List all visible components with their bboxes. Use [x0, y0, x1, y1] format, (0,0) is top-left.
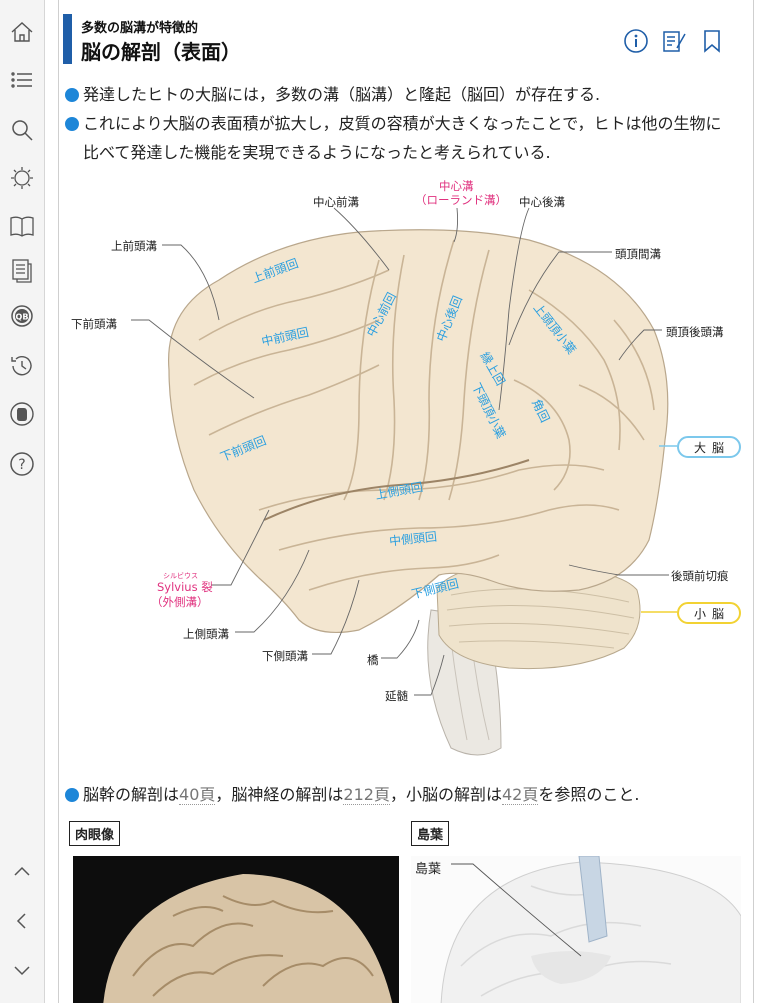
chevron-down-icon[interactable]: [6, 955, 38, 987]
evernote-icon[interactable]: [6, 398, 38, 430]
reference-line: 脳幹の解剖は40頁，脳神経の解剖は212頁，小脳の解剖は42頁を参照のこと.: [65, 782, 737, 808]
bookmark-icon[interactable]: [699, 28, 725, 54]
svg-text:QB: QB: [16, 313, 29, 322]
gross-image-tag: 肉眼像: [69, 821, 121, 846]
postcentral-sulcus-label: 中心後溝: [519, 195, 565, 209]
brainstem-page-link[interactable]: 40頁: [179, 785, 216, 805]
section-subtitle: 多数の脳溝が特徴的: [81, 21, 199, 36]
bullet-dot: [65, 117, 79, 131]
history-icon[interactable]: [6, 350, 38, 382]
sylvius-ruby-label: シルビウス: [163, 572, 198, 580]
book-icon[interactable]: [6, 210, 38, 242]
bullet-dot: [65, 788, 79, 802]
section-header: 多数の脳溝が特徴的 脳の解剖（表面）: [63, 14, 743, 64]
info-icon[interactable]: [623, 28, 649, 54]
central-sulcus-label: 中心溝: [439, 179, 474, 193]
note-icon[interactable]: [661, 28, 687, 54]
search-icon[interactable]: [6, 114, 38, 146]
cerebellum-page-link[interactable]: 42頁: [501, 785, 539, 805]
intro-bullets: 発達したヒトの大脳には，多数の溝（脳溝）と隆起（脳回）が存在する. これにより大…: [65, 80, 737, 167]
bullet-item: 発達したヒトの大脳には，多数の溝（脳溝）と隆起（脳回）が存在する.: [65, 80, 737, 109]
chevron-up-icon[interactable]: [6, 855, 38, 887]
bullet-dot: [65, 88, 79, 102]
intraparietal-sulcus-label: 頭頂間溝: [615, 247, 661, 261]
parieto-occipital-sulcus-label: 頭頂後頭溝: [666, 325, 724, 339]
inferior-frontal-sulcus-label: 下前頭溝: [71, 317, 117, 331]
header-icons: [623, 28, 725, 54]
superior-temporal-sulcus-label: 上側頭溝: [183, 627, 229, 641]
accent-bar: [63, 14, 72, 64]
pons-label: 橋: [367, 653, 379, 667]
page-title: 脳の解剖（表面）: [81, 40, 241, 64]
left-toolbar: QB ?: [0, 0, 45, 1003]
insula-tag: 島葉: [411, 821, 450, 846]
brain-drawing: [131, 207, 677, 756]
cranial-nerve-page-link[interactable]: 212頁: [343, 785, 390, 805]
insula-label: 島葉: [415, 862, 442, 877]
svg-text:?: ?: [18, 457, 25, 473]
insula-illustration: 島葉: [411, 856, 741, 1003]
sylvius-fissure-label: Sylvius 裂: [157, 580, 213, 594]
precentral-sulcus-label: 中心前溝: [313, 195, 359, 209]
qb-icon[interactable]: QB: [6, 300, 38, 332]
cerebrum-pill: 大脳: [677, 436, 741, 458]
rolando-label: （ローランド溝）: [415, 193, 507, 207]
gross-brain-photo: [73, 856, 399, 1003]
brain-lateral-illustration: 中心前溝 中心溝 （ローランド溝） 中心後溝 上前頭溝 下前頭溝 頭頂間溝 頭頂…: [59, 170, 753, 770]
lateral-sulcus-label: （外側溝）: [151, 595, 209, 609]
medulla-label: 延髄: [385, 689, 408, 703]
superior-frontal-sulcus-label: 上前頭溝: [111, 239, 157, 253]
help-icon[interactable]: ?: [6, 448, 38, 480]
chevron-left-icon[interactable]: [6, 905, 38, 937]
gear-icon[interactable]: [6, 162, 38, 194]
bullet-item: これにより大脳の表面積が拡大し，皮質の容積が大きくなったことで，ヒトは他の生物に…: [65, 109, 737, 167]
home-icon[interactable]: [6, 16, 38, 48]
list-icon[interactable]: [6, 64, 38, 96]
content-panel: 多数の脳溝が特徴的 脳の解剖（表面） 発達したヒトの大脳には，多数の溝（脳溝）と…: [58, 0, 754, 1003]
preoccipital-notch-label: 後頭前切痕: [671, 569, 729, 583]
inferior-temporal-sulcus-label: 下側頭溝: [262, 649, 308, 663]
cerebellum-pill: 小脳: [677, 602, 741, 624]
document-icon[interactable]: [6, 254, 38, 286]
